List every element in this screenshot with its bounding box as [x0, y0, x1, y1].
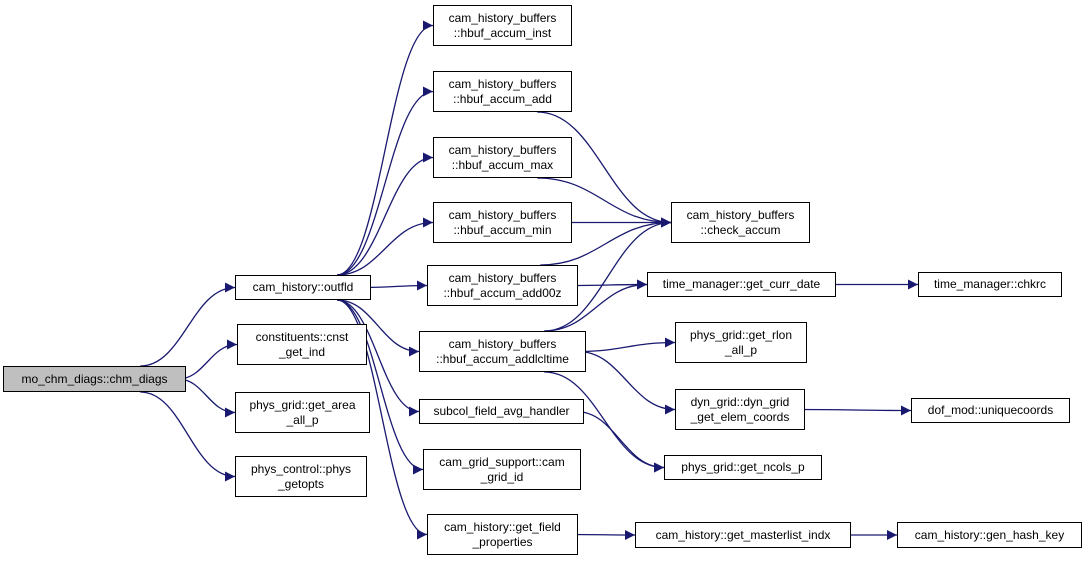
- node-label-line: _properties: [472, 534, 533, 549]
- node-label-line: _all_p: [724, 342, 758, 357]
- node-get-field-properties[interactable]: cam_history::get_field_properties: [427, 514, 578, 555]
- node-label-line: cam_history_buffers: [448, 10, 557, 25]
- node-label-line: constituents::cnst: [255, 329, 349, 344]
- edge-hbuf_accum_addlcltime-to-get_curr_date: [544, 279, 648, 332]
- node-label-line: cam_history_buffers: [686, 207, 795, 222]
- node-label-line: ::hbuf_accum_min: [453, 222, 552, 237]
- node-subcol-field-avg-handler[interactable]: subcol_field_avg_handler: [419, 399, 584, 424]
- node-cam-grid-id[interactable]: cam_grid_support::cam_grid_id: [423, 449, 581, 490]
- node-label-line: time_manager::chkrc: [933, 277, 1047, 291]
- node-get-elem-coords[interactable]: dyn_grid::dyn_grid_get_elem_coords: [675, 389, 805, 430]
- edge-get_elem_coords-to-uniquecoords: [796, 405, 912, 416]
- node-label-line: cam_history_buffers: [448, 270, 557, 285]
- node-label-line: phys_grid::get_rlon: [689, 327, 793, 342]
- node-label-line: cam_history::gen_hash_key: [914, 527, 1065, 542]
- node-check-accum[interactable]: cam_history_buffers::check_accum: [671, 202, 810, 243]
- node-cnst-get-ind[interactable]: constituents::cnst_get_ind: [237, 324, 367, 365]
- edge-hbuf_accum_addlcltime-to-check_accum: [544, 217, 672, 332]
- node-label-line: _getopts: [277, 476, 325, 491]
- node-label-line: ::hbuf_accum_max: [451, 157, 554, 172]
- node-uniquecoords[interactable]: dof_mod::uniquecoords: [911, 398, 1070, 423]
- node-label-line: dof_mod::uniquecoords: [927, 403, 1054, 417]
- node-outfld[interactable]: cam_history::outfld: [235, 275, 371, 300]
- edge-outfld-to-cam_grid_id: [336, 299, 424, 475]
- node-phys-getopts[interactable]: phys_control::phys_getopts: [235, 456, 367, 497]
- node-label-line: _all_p: [286, 412, 319, 427]
- edge-outfld-to-subcol_field_avg_handler: [336, 299, 420, 417]
- node-hbuf-accum-inst[interactable]: cam_history_buffers::hbuf_accum_inst: [433, 5, 572, 46]
- node-label-line: phys_grid::get_ncols_p: [681, 460, 805, 474]
- node-label-line: _get_elem_coords: [690, 409, 790, 424]
- node-label-line: cam_history_buffers: [448, 142, 557, 157]
- node-get-ncols-p[interactable]: phys_grid::get_ncols_p: [664, 455, 822, 480]
- node-label-line: time_manager::get_curr_date: [662, 277, 821, 291]
- node-label-line: ::check_accum: [700, 222, 781, 237]
- node-label-line: ::hbuf_accum_inst: [453, 25, 552, 40]
- edge-outfld-to-hbuf_accum_add: [336, 86, 434, 276]
- node-get-masterlist-indx[interactable]: cam_history::get_masterlist_indx: [635, 522, 851, 548]
- node-get-area-all-p[interactable]: phys_grid::get_area_all_p: [235, 392, 370, 433]
- node-hbuf-accum-addlcltime[interactable]: cam_history_buffers::hbuf_accum_addlclti…: [419, 331, 586, 372]
- edge-hbuf_accum_add-to-check_accum: [537, 111, 672, 228]
- edge-hbuf_accum_addlcltime-to-get_elem_coords: [577, 350, 676, 415]
- node-label-line: cam_grid_support::cam: [439, 454, 565, 469]
- node-label-line: ::hbuf_accum_add00z: [443, 285, 562, 300]
- edge-outfld-to-hbuf_accum_max: [336, 152, 434, 276]
- edge-chm_diags-to-outfld: [140, 282, 236, 367]
- node-chkrc[interactable]: time_manager::chkrc: [918, 272, 1062, 297]
- node-get-curr-date[interactable]: time_manager::get_curr_date: [647, 272, 836, 297]
- edge-chm_diags-to-cnst_get_ind: [177, 339, 238, 380]
- node-label-line: cam_history::get_field: [444, 519, 561, 534]
- edge-outfld-to-hbuf_accum_addlcltime: [336, 299, 420, 357]
- node-label-line: subcol_field_avg_handler: [433, 404, 570, 418]
- node-hbuf-accum-add00z[interactable]: cam_history_buffers::hbuf_accum_add00z: [427, 265, 578, 306]
- node-label-line: phys_control::phys: [250, 461, 352, 476]
- node-label-line: cam_history_buffers: [448, 76, 557, 91]
- edge-chm_diags-to-get_area_all_p: [177, 378, 236, 418]
- node-hbuf-accum-add[interactable]: cam_history_buffers::hbuf_accum_add: [433, 71, 572, 112]
- node-label-line: cam_history_buffers: [448, 336, 557, 351]
- edge-outfld-to-hbuf_accum_add00z: [362, 280, 428, 291]
- node-label-line: mo_chm_diags::chm_diags: [21, 371, 168, 386]
- node-label-line: phys_grid::get_area: [249, 397, 356, 412]
- node-chm-diags[interactable]: mo_chm_diags::chm_diags: [3, 366, 186, 392]
- node-get-rlon-all-p[interactable]: phys_grid::get_rlon_all_p: [675, 322, 807, 363]
- node-label-line: ::hbuf_accum_add: [453, 91, 552, 106]
- node-label-line: _grid_id: [480, 469, 524, 484]
- node-label-line: dyn_grid::dyn_grid: [690, 394, 790, 409]
- edge-outfld-to-hbuf_accum_min: [336, 217, 434, 276]
- edge-outfld-to-get_field_properties: [336, 299, 428, 540]
- node-gen-hash-key[interactable]: cam_history::gen_hash_key: [897, 522, 1082, 548]
- edge-hbuf_accum_max-to-check_accum: [537, 177, 672, 228]
- node-hbuf-accum-min[interactable]: cam_history_buffers::hbuf_accum_min: [433, 202, 572, 243]
- node-label-line: cam_history::get_masterlist_indx: [655, 527, 831, 542]
- node-label-line: cam_history::outfld: [252, 280, 354, 294]
- edge-subcol_field_avg_handler-to-get_ncols_p: [575, 410, 665, 473]
- edge-chm_diags-to-phys_getopts: [140, 391, 236, 482]
- edge-hbuf_accum_add00z-to-check_accum: [540, 217, 672, 266]
- node-label-line: _get_ind: [278, 344, 326, 359]
- node-label-line: ::hbuf_accum_addlcltime: [436, 351, 569, 366]
- edge-outfld-to-hbuf_accum_inst: [336, 20, 434, 276]
- edge-hbuf_accum_addlcltime-to-get_rlon_all_p: [577, 337, 676, 353]
- edge-get_field_properties-to-get_masterlist_indx: [569, 529, 636, 540]
- node-hbuf-accum-max[interactable]: cam_history_buffers::hbuf_accum_max: [433, 137, 572, 178]
- node-label-line: cam_history_buffers: [448, 207, 557, 222]
